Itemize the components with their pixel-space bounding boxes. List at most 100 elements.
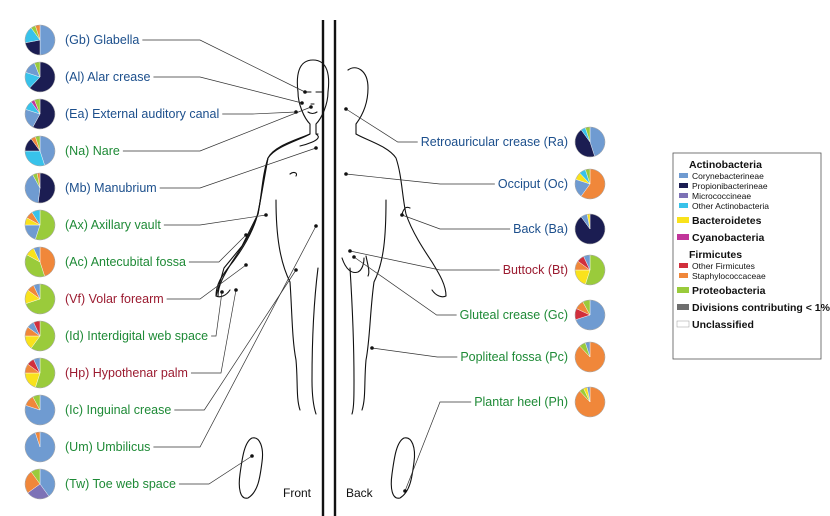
front-foot bbox=[238, 437, 264, 499]
legend-swatch-other-firmicutes bbox=[679, 263, 688, 268]
back-view-label: Back bbox=[346, 486, 374, 500]
legend-item-propionibacterineae: Propionibacterineae bbox=[692, 181, 768, 191]
legend-swatch-cyanobacteria bbox=[677, 234, 689, 240]
pie-outline bbox=[24, 209, 56, 241]
back-foot bbox=[390, 437, 416, 499]
pie-outline bbox=[574, 341, 606, 373]
pie-slice-Gb-corynebacterineae bbox=[39, 24, 56, 56]
pie-Ea bbox=[24, 98, 56, 130]
legend-heading-actinobacteria: Actinobacteria bbox=[689, 159, 762, 171]
pie-outline bbox=[24, 394, 56, 426]
pie-Al bbox=[24, 61, 56, 93]
legend-heading-firmicutes: Firmicutes bbox=[689, 249, 742, 261]
legend-box bbox=[672, 152, 822, 360]
pie-outline bbox=[24, 246, 56, 278]
pie-Ic bbox=[24, 394, 56, 426]
site-dot-Um bbox=[314, 224, 318, 228]
site-label-Gc: Gluteal crease (Gc) bbox=[460, 308, 568, 322]
site-dot-Ax bbox=[264, 213, 268, 217]
site-dot-Pc bbox=[370, 346, 374, 350]
pie-Oc bbox=[574, 168, 606, 200]
front-face bbox=[304, 91, 323, 115]
leader-line-Id bbox=[211, 291, 223, 337]
leader-line-Na bbox=[122, 106, 312, 152]
body-outlines bbox=[215, 59, 447, 499]
leader-line-Gc bbox=[353, 256, 457, 316]
legend-swatch-bacteroidetes bbox=[677, 217, 689, 223]
leader-line-Mb bbox=[159, 147, 317, 189]
leader-line-Tw bbox=[178, 455, 253, 485]
front-right-arm bbox=[215, 157, 269, 298]
site-dot-Hp bbox=[234, 288, 238, 292]
pie-Id bbox=[24, 320, 56, 352]
site-label-Vf: (Vf) Volar forearm bbox=[65, 292, 164, 306]
legend-heading-divisions-contributing-1-: Divisions contributing < 1% bbox=[692, 302, 830, 314]
pie-Mb bbox=[24, 172, 56, 204]
pie-outline bbox=[24, 172, 56, 204]
pie-outline bbox=[24, 61, 56, 93]
site-dot-Al bbox=[300, 101, 304, 105]
pie-outline bbox=[24, 98, 56, 130]
site-dot-Ac bbox=[244, 233, 248, 237]
site-dot-Id bbox=[220, 290, 224, 294]
legend-item-micrococcineae: Micrococcineae bbox=[692, 191, 751, 201]
pie-Pc bbox=[574, 341, 606, 373]
site-label-Id: (Id) Interdigital web space bbox=[65, 329, 208, 343]
leader-line-Ph bbox=[404, 401, 472, 492]
pie-slice-Mb-propionibacterineae bbox=[37, 172, 56, 204]
leader-lines bbox=[122, 39, 511, 492]
legend-heading-cyanobacteria: Cyanobacteria bbox=[692, 232, 765, 244]
pie-Na bbox=[24, 135, 56, 167]
site-label-Ph: Plantar heel (Ph) bbox=[474, 395, 568, 409]
site-label-Pc: Popliteal fossa (Pc) bbox=[460, 350, 568, 364]
pie-outline bbox=[24, 468, 56, 500]
back-legs bbox=[349, 199, 387, 415]
site-dots bbox=[220, 90, 407, 493]
site-label-Ea: (Ea) External auditory canal bbox=[65, 107, 219, 121]
legend-swatch-other-actinobacteria bbox=[679, 203, 688, 208]
pie-Tw bbox=[24, 468, 56, 500]
site-dot-Gb bbox=[303, 90, 307, 94]
pie-outline bbox=[24, 24, 56, 56]
pie-outline bbox=[574, 168, 606, 200]
legend-items: ActinobacteriaCorynebacterineaePropionib… bbox=[676, 159, 830, 331]
pie-Vf bbox=[24, 283, 56, 315]
legend-swatch-micrococcineae bbox=[679, 193, 688, 198]
site-label-Ac: (Ac) Antecubital fossa bbox=[65, 255, 186, 269]
site-dot-Ra bbox=[344, 107, 348, 111]
legend-heading-bacteroidetes: Bacteroidetes bbox=[692, 215, 762, 227]
pie-Hp bbox=[24, 357, 56, 389]
site-label-Gb: (Gb) Glabella bbox=[65, 33, 139, 47]
back-head bbox=[347, 67, 369, 135]
pie-outline bbox=[24, 135, 56, 167]
pie-outline bbox=[574, 126, 606, 158]
pie-Ax bbox=[24, 209, 56, 241]
site-dot-Ph bbox=[403, 489, 407, 493]
legend-item-corynebacterineae: Corynebacterineae bbox=[692, 171, 764, 181]
site-label-Ax: (Ax) Axillary vault bbox=[65, 218, 161, 232]
leader-line-Ea bbox=[222, 111, 297, 115]
leader-line-Hp bbox=[190, 289, 237, 374]
pie-outline bbox=[24, 283, 56, 315]
site-label-Al: (Al) Alar crease bbox=[65, 70, 150, 84]
legend-heading-unclassified: Unclassified bbox=[692, 319, 754, 331]
leader-line-Bt bbox=[349, 250, 500, 271]
legend-heading-proteobacteria: Proteobacteria bbox=[692, 285, 766, 297]
pie-outline bbox=[574, 386, 606, 418]
site-label-Hp: (Hp) Hypothenar palm bbox=[65, 366, 188, 380]
legend-swatch-proteobacteria bbox=[677, 287, 689, 293]
site-dot-Ba bbox=[400, 213, 404, 217]
leader-line-Ac bbox=[188, 234, 247, 263]
pie-Bt bbox=[574, 254, 606, 286]
site-dot-Gc bbox=[352, 255, 356, 259]
legend-swatch-divisions-contributing-1- bbox=[677, 304, 689, 310]
back-torso-arm bbox=[355, 133, 447, 298]
site-label-Bt: Buttock (Bt) bbox=[503, 263, 568, 277]
leader-line-Gb bbox=[142, 39, 306, 93]
site-label-Oc: Occiput (Oc) bbox=[498, 177, 568, 191]
site-dot-Bt bbox=[348, 249, 352, 253]
pie-outline bbox=[24, 357, 56, 389]
site-label-Um: (Um) Umbilicus bbox=[65, 440, 150, 454]
site-dot-Tw bbox=[250, 454, 254, 458]
